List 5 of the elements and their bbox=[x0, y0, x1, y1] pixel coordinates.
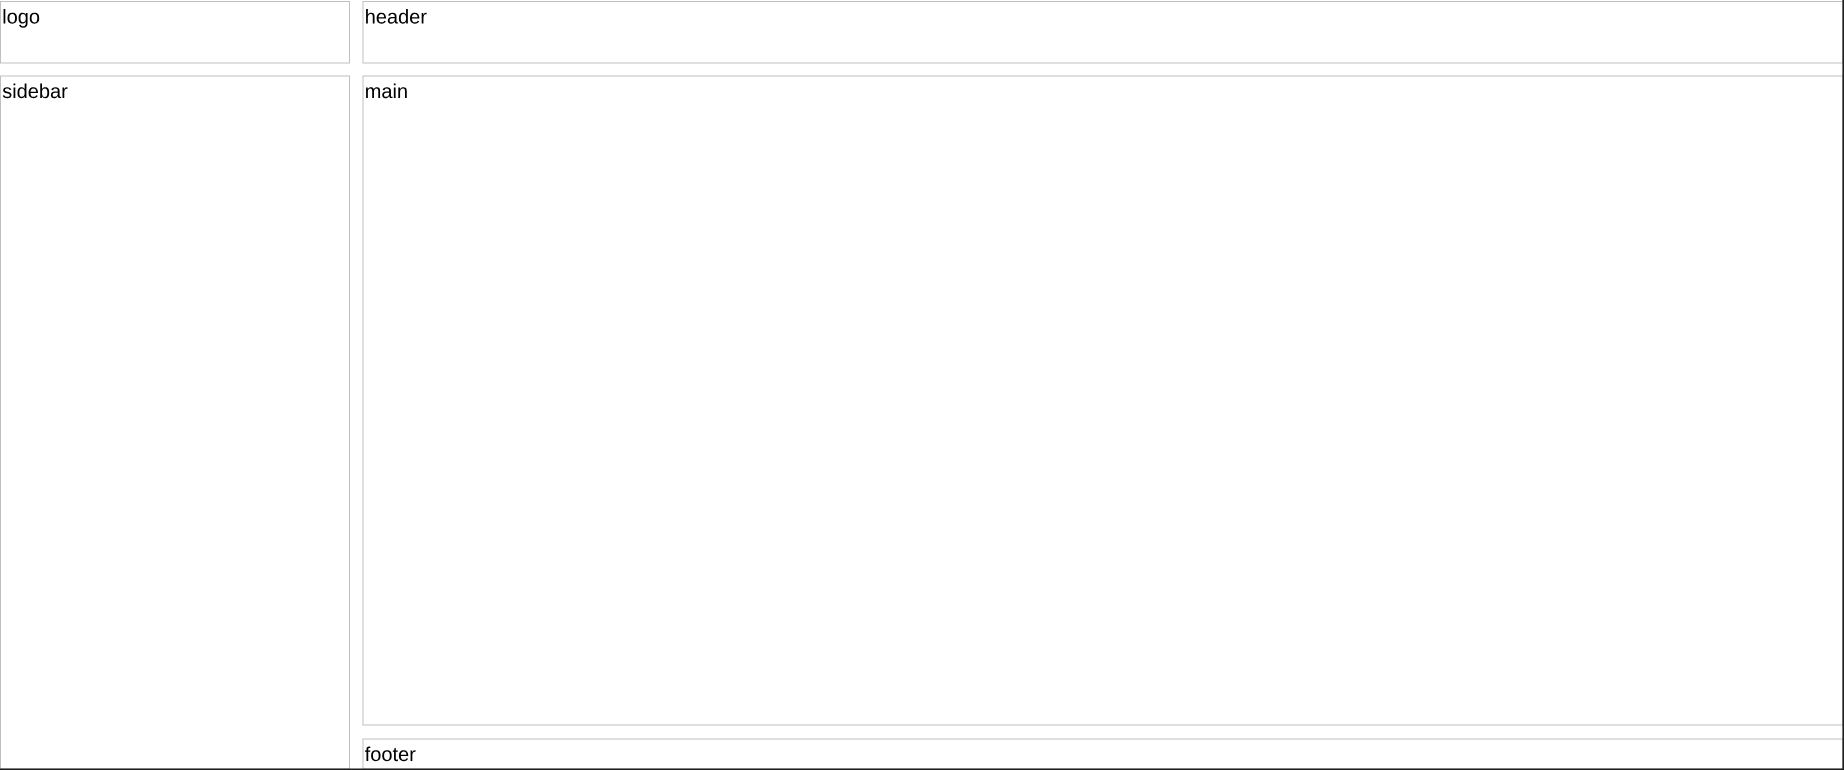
layout-box: main bbox=[362, 75, 1844, 726]
layout-box: header bbox=[362, 1, 1844, 64]
layout-box: sidebar bbox=[0, 75, 350, 770]
layout-box: logo bbox=[0, 1, 350, 64]
layout-box: footer bbox=[362, 738, 1844, 770]
